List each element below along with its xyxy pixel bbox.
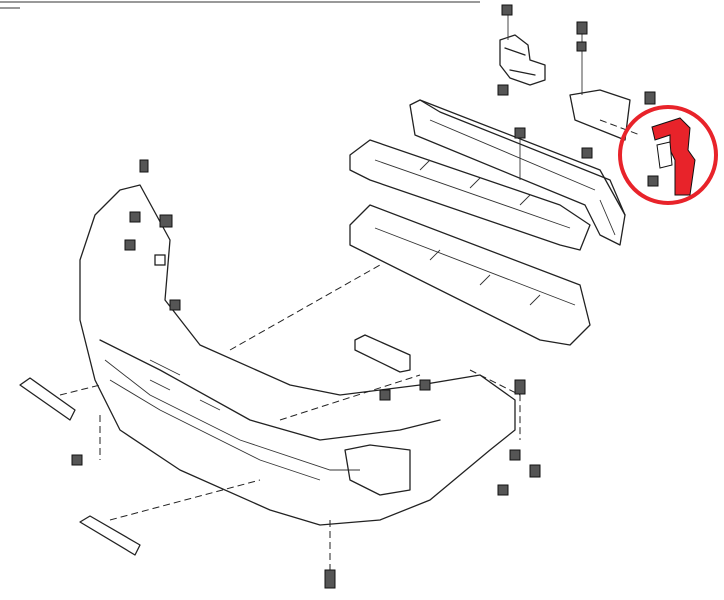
fasteners <box>71 159 541 589</box>
center-bracket <box>354 334 411 373</box>
bolt-icon <box>169 299 181 311</box>
clip-icon <box>159 214 173 228</box>
front-bumper-cover <box>79 184 516 526</box>
bolt-icon <box>647 175 659 187</box>
left-lower-trim <box>79 515 141 556</box>
bolt-icon <box>324 569 336 589</box>
bolt-icon <box>129 211 141 223</box>
bolt-icon <box>419 379 431 391</box>
left-upper-trim <box>19 377 76 421</box>
upper-bracket-assembly <box>497 4 588 96</box>
bolt-icon <box>501 4 513 16</box>
highlight-circle <box>618 105 718 205</box>
clip-icon <box>154 254 166 266</box>
page-edge-line <box>0 1 480 9</box>
bumper-reinforcement-beam <box>409 89 656 246</box>
bolt-icon <box>139 159 149 173</box>
bolt-icon <box>497 484 509 496</box>
bolt-icon <box>124 239 136 251</box>
highlighted-bracket <box>618 105 718 205</box>
bolt-icon <box>581 147 593 159</box>
clip-icon <box>71 454 83 466</box>
bolt-icon <box>379 389 391 401</box>
energy-absorber-upper <box>349 139 591 251</box>
bolt-icon <box>576 21 588 35</box>
bolt-icon <box>497 84 509 96</box>
bolt-icon <box>509 449 521 461</box>
bolt-icon <box>514 127 526 139</box>
bolt-icon <box>644 91 656 105</box>
leader-lines <box>59 119 641 570</box>
bolt-icon <box>529 464 541 478</box>
energy-absorber-lower <box>349 204 591 346</box>
bolt-icon <box>514 379 526 395</box>
bolt-icon <box>576 41 587 52</box>
